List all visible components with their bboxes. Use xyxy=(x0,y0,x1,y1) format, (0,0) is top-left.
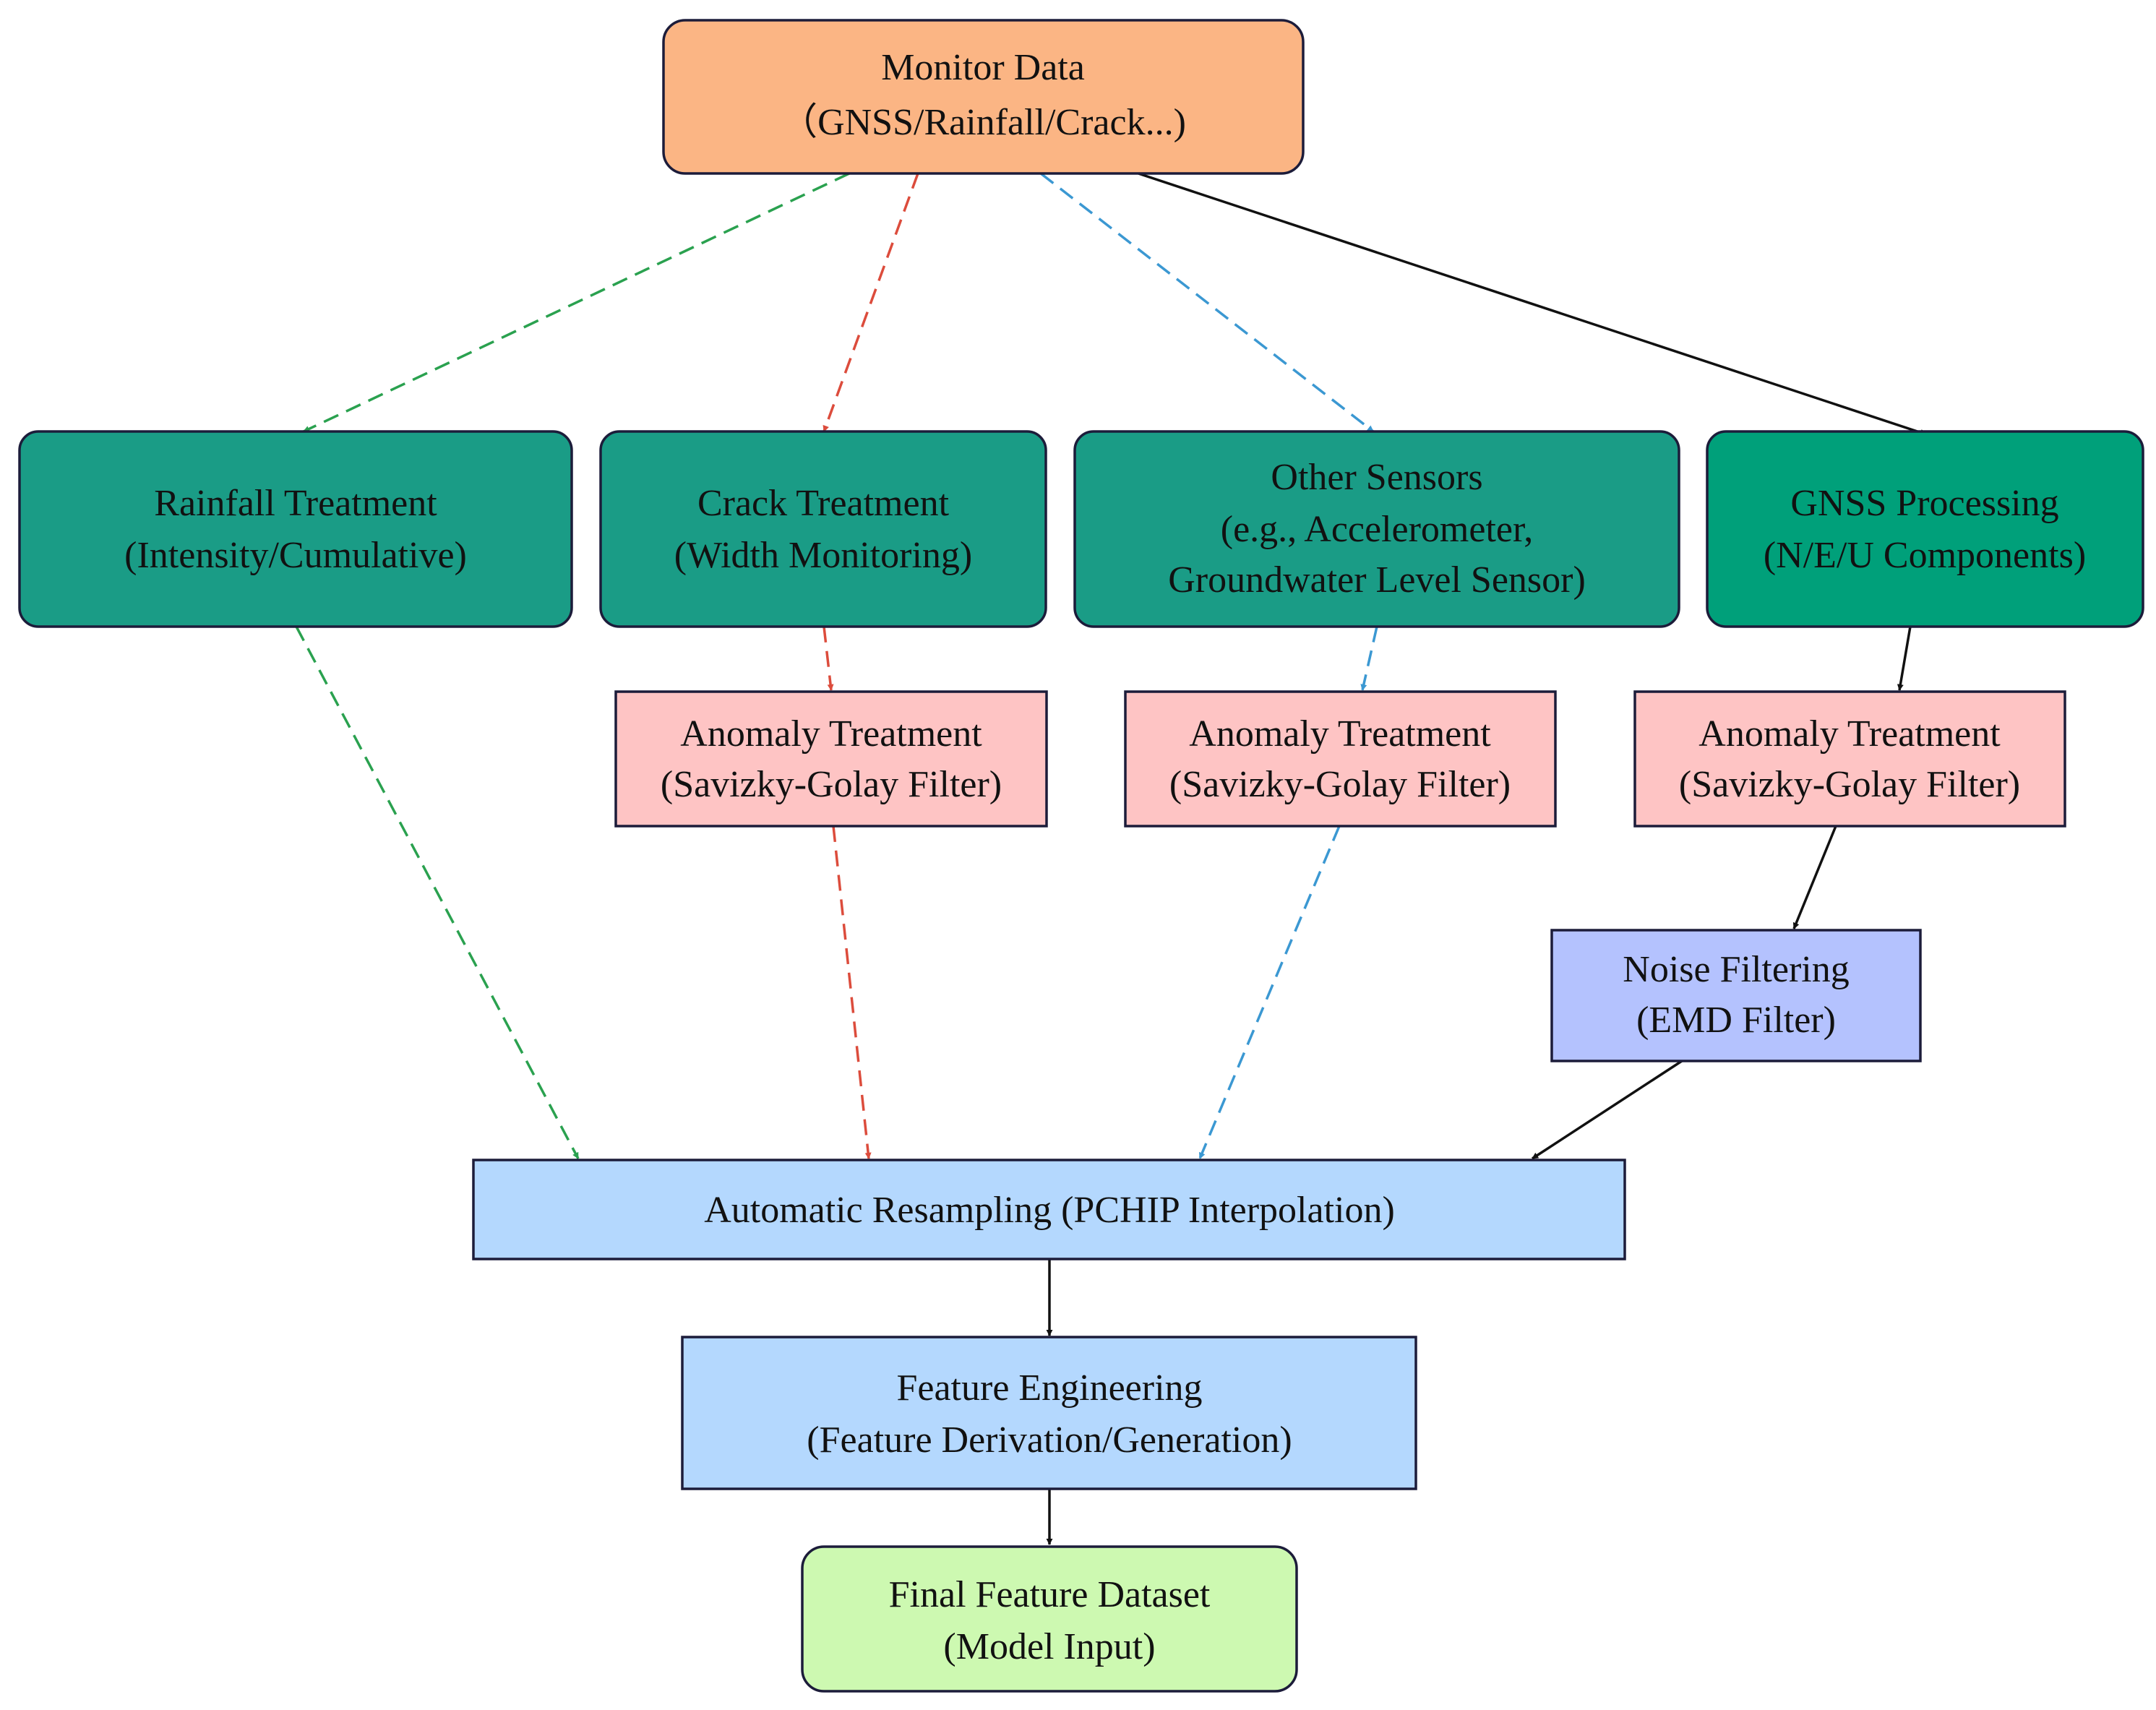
node-other-box xyxy=(1073,430,1680,628)
node-anomaly-other-subtitle: (Savizky-Golay Filter) xyxy=(1169,764,1511,805)
node-noise-filtering: Noise Filtering (EMD Filter) xyxy=(1550,929,1922,1062)
node-crack-subtitle: (Width Monitoring) xyxy=(674,535,972,576)
node-crack-treatment: Crack Treatment (Width Monitoring) xyxy=(599,430,1047,628)
node-anomaly-other-box xyxy=(1124,690,1557,828)
node-feature-box xyxy=(681,1336,1417,1490)
edge-noise-to-resample xyxy=(1532,1060,1683,1160)
node-gnss-title: GNSS Processing xyxy=(1790,483,2058,524)
node-anomaly-crack-box xyxy=(614,690,1048,828)
edge-monitor-to-rainfall xyxy=(303,172,850,433)
node-rainfall-subtitle: (Intensity/Cumulative) xyxy=(124,535,467,576)
node-other-title: Other Sensors xyxy=(1271,457,1482,498)
node-noise-title: Noise Filtering xyxy=(1623,949,1849,990)
node-automatic-resampling: Automatic Resampling (PCHIP Interpolatio… xyxy=(472,1159,1626,1260)
edge-other-to-anomaly xyxy=(1360,626,1378,691)
node-gnss-box xyxy=(1706,430,2144,628)
node-final-box xyxy=(801,1545,1298,1693)
node-rainfall-box xyxy=(18,430,573,628)
edge-anomaly-crack-to-resample xyxy=(832,825,872,1159)
node-anomaly-gnss-subtitle: (Savizky-Golay Filter) xyxy=(1679,764,2020,805)
node-anomaly-gnss-title: Anomaly Treatment xyxy=(1698,713,2001,755)
node-monitor-data-title: Monitor Data xyxy=(881,47,1085,88)
node-feature-title: Feature Engineering xyxy=(896,1367,1202,1409)
node-anomaly-gnss-box xyxy=(1633,690,2066,828)
node-crack-title: Crack Treatment xyxy=(697,483,950,524)
edge-monitor-to-crack xyxy=(823,173,919,432)
edge-gnss-to-anomaly xyxy=(1897,626,1912,691)
node-monitor-data: Monitor Data （GNSS/Rainfall/Crack...) xyxy=(662,19,1305,175)
node-anomaly-other-title: Anomaly Treatment xyxy=(1189,713,1491,755)
node-final-feature-dataset: Final Feature Dataset (Model Input) xyxy=(801,1545,1298,1693)
edge-rainfall-to-resample xyxy=(295,626,580,1159)
node-anomaly-gnss: Anomaly Treatment (Savizky-Golay Filter) xyxy=(1633,690,2066,828)
node-noise-subtitle: (EMD Filter) xyxy=(1636,1000,1836,1041)
node-other-sensors: Other Sensors (e.g., Accelerometer, Grou… xyxy=(1073,430,1680,628)
node-gnss-processing: GNSS Processing (N/E/U Components) xyxy=(1706,430,2144,628)
node-feature-subtitle: (Feature Derivation/Generation) xyxy=(807,1419,1292,1461)
node-resample-title: Automatic Resampling (PCHIP Interpolatio… xyxy=(704,1190,1395,1231)
node-rainfall-title: Rainfall Treatment xyxy=(154,483,437,524)
node-gnss-subtitle: (N/E/U Components) xyxy=(1764,535,2086,576)
node-anomaly-crack-subtitle: (Savizky-Golay Filter) xyxy=(661,764,1002,805)
node-other-subtitle-2: Groundwater Level Sensor) xyxy=(1168,559,1586,601)
edge-crack-to-anomaly xyxy=(823,626,834,691)
node-crack-box xyxy=(599,430,1047,628)
edge-anomaly-gnss-to-noise xyxy=(1792,825,1837,929)
node-monitor-data-subtitle: （GNSS/Rainfall/Crack...) xyxy=(780,102,1186,143)
node-anomaly-crack: Anomaly Treatment (Savizky-Golay Filter) xyxy=(614,690,1048,828)
node-final-title: Final Feature Dataset xyxy=(889,1574,1211,1615)
nodes: Monitor Data （GNSS/Rainfall/Crack...) Ra… xyxy=(18,19,2144,1693)
node-final-subtitle: (Model Input) xyxy=(943,1626,1155,1667)
edge-monitor-to-gnss xyxy=(1138,172,1927,436)
node-rainfall-treatment: Rainfall Treatment (Intensity/Cumulative… xyxy=(18,430,573,628)
edge-monitor-to-other xyxy=(1039,172,1375,433)
node-resample-box xyxy=(472,1159,1626,1260)
node-anomaly-other: Anomaly Treatment (Savizky-Golay Filter) xyxy=(1124,690,1557,828)
edge-anomaly-other-to-resample xyxy=(1198,825,1341,1159)
node-monitor-data-box xyxy=(662,19,1305,175)
node-feature-engineering: Feature Engineering (Feature Derivation/… xyxy=(681,1336,1417,1490)
node-anomaly-crack-title: Anomaly Treatment xyxy=(680,713,982,755)
node-noise-box xyxy=(1550,929,1922,1062)
edges xyxy=(295,172,1927,1545)
node-other-subtitle: (e.g., Accelerometer, xyxy=(1221,509,1533,550)
